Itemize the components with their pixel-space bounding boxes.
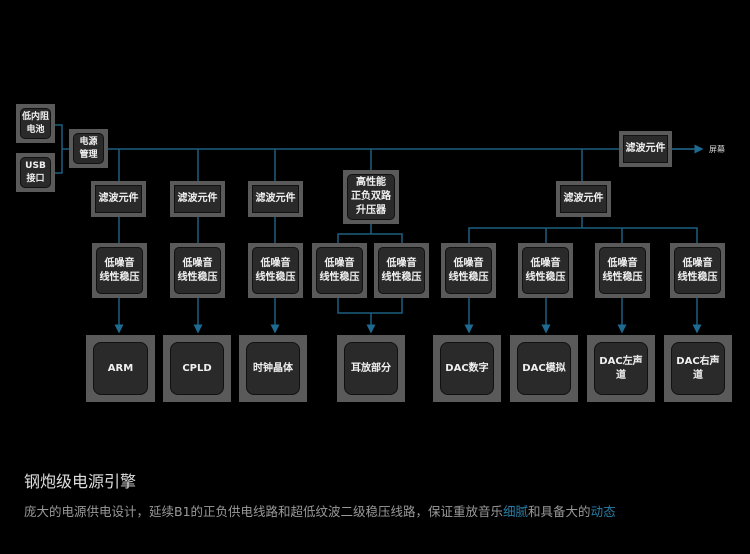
highlight-text: 动态 xyxy=(590,504,616,519)
ldo-block: 低噪音 线性稳压 xyxy=(92,243,147,298)
filter-block: 滤波元件 xyxy=(170,181,225,217)
desc-text: 和具备大的 xyxy=(528,504,591,519)
ldo-block: 低噪音 线性稳压 xyxy=(595,243,650,298)
ldo-block: 低噪音 线性稳压 xyxy=(312,243,367,298)
ldo-block: 低噪音 线性稳压 xyxy=(170,243,225,298)
ldo-block: 低噪音 线性稳压 xyxy=(374,243,429,298)
output-dac-right: DAC右声道 xyxy=(664,335,732,402)
output-clock: 时钟晶体 xyxy=(239,335,307,402)
desc-text: 庞大的电源供电设计，延续B1的正负供电线路和超低纹波二级稳压线路，保证重放音乐 xyxy=(24,504,504,519)
power-management-block: 电源 管理 xyxy=(69,129,108,168)
filter-block: 滤波元件 xyxy=(556,181,611,217)
ldo-block: 低噪音 线性稳压 xyxy=(248,243,303,298)
output-arm: ARM xyxy=(86,335,155,402)
output-dac-digital: DAC数字 xyxy=(433,335,501,402)
filter-block: 滤波元件 xyxy=(248,181,303,217)
output-dac-left: DAC左声道 xyxy=(587,335,655,402)
usb-block: USB 接口 xyxy=(16,153,55,192)
section-title: 钢炮级电源引擎 xyxy=(24,472,137,491)
boost-converter-block: 高性能 正负双路 升压器 xyxy=(343,170,399,224)
filter-block-screen: 滤波元件 xyxy=(619,131,672,167)
output-cpld: CPLD xyxy=(163,335,231,402)
highlight-text: 细腻 xyxy=(503,504,529,519)
ldo-block: 低噪音 线性稳压 xyxy=(441,243,496,298)
ldo-block: 低噪音 线性稳压 xyxy=(518,243,573,298)
output-dac-analog: DAC模拟 xyxy=(510,335,578,402)
section-description: 庞大的电源供电设计，延续B1的正负供电线路和超低纹波二级稳压线路，保证重放音乐细… xyxy=(24,501,616,520)
output-headphone-amp: 耳放部分 xyxy=(337,335,405,402)
filter-block: 滤波元件 xyxy=(91,181,146,217)
battery-block: 低内阻 电池 xyxy=(16,104,55,143)
screen-label: 屏幕 xyxy=(709,145,725,154)
ldo-block: 低噪音 线性稳压 xyxy=(670,243,725,298)
